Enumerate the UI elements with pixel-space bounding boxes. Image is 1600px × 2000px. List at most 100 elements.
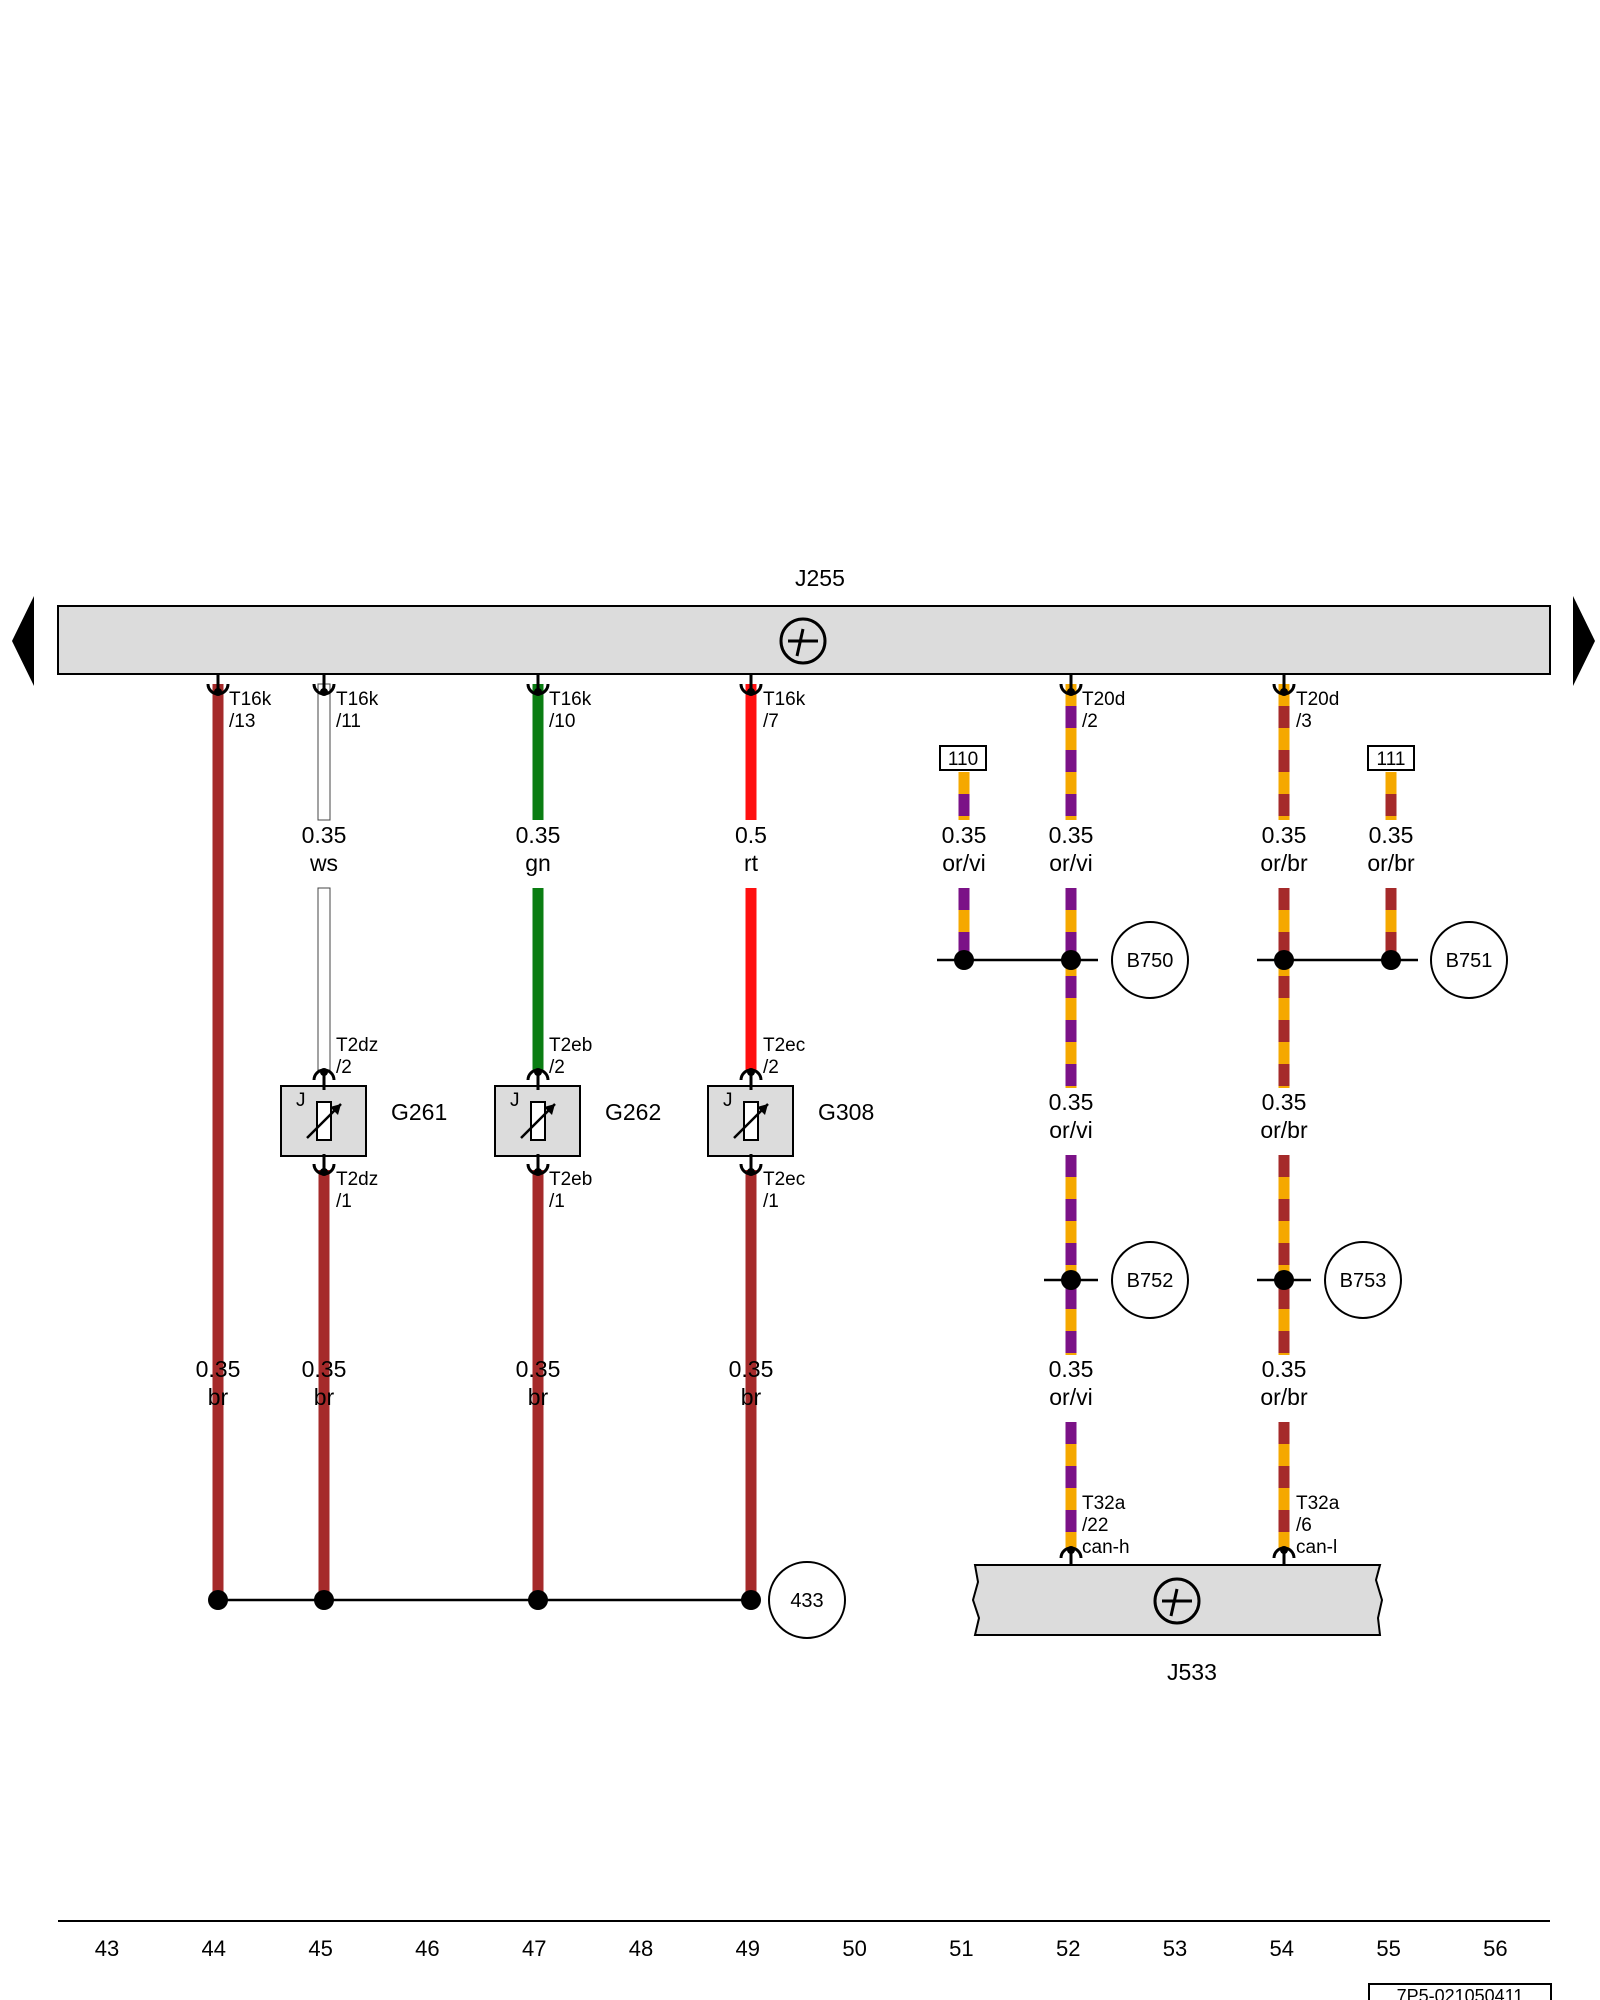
connector-plug-icon: [526, 674, 550, 696]
wire-55-size: 0.35: [1369, 822, 1414, 848]
pin-t32a-6-number: /6: [1296, 1515, 1312, 1536]
reference-110-label: 110: [948, 749, 978, 770]
connection-dots: [208, 950, 1401, 1610]
pin-t20d-2-name: T20d: [1082, 689, 1125, 710]
variable-resistor-icon: [733, 1101, 769, 1141]
wire-52-a-size: 0.35: [1049, 822, 1094, 848]
wire-54-c-segment: [1278, 1155, 1290, 1355]
column-number: 55: [1376, 1936, 1400, 1961]
junction-b753[interactable]: B753: [1324, 1241, 1402, 1319]
wire-labels: 0.35 br 0.35 ws 0.35 br 0.35 gn 0.35 br …: [196, 822, 1415, 1410]
wire-52-b-size: 0.35: [1049, 1089, 1094, 1115]
pin-t2eb-2-number: /2: [549, 1057, 565, 1078]
wire-47-top-size: 0.35: [516, 822, 561, 848]
column-number: 47: [522, 1936, 546, 1961]
wire-52-c-color: or/vi: [1049, 1384, 1092, 1410]
pin-t2ec-2-name: T2ec: [763, 1035, 805, 1056]
wire-54-c-size: 0.35: [1262, 1356, 1307, 1382]
connector-plug-icon: [1272, 674, 1296, 696]
pin-t16k-13-name: T16k: [229, 689, 272, 710]
wire-52-b-color: or/vi: [1049, 1117, 1092, 1143]
pin-t16k-7-number: /7: [763, 711, 779, 732]
sensor-g261: J G261: [280, 1085, 447, 1157]
junction-lines: [218, 958, 1418, 1602]
continuation-right-arrow-icon: [1573, 596, 1595, 686]
column-number: 49: [736, 1936, 760, 1961]
pin-t16k-11-name: T16k: [336, 689, 379, 710]
wire-45-bot-color: br: [314, 1384, 335, 1410]
connector-plug-icon: [206, 674, 230, 696]
sensor-g308: J G308: [707, 1085, 874, 1157]
wire-54-c-color: or/br: [1260, 1384, 1308, 1410]
column-number: 51: [949, 1936, 973, 1961]
pin-t16k-7-name: T16k: [763, 689, 806, 710]
junction-b752[interactable]: B752: [1111, 1241, 1189, 1319]
reference-111[interactable]: 111: [1367, 745, 1415, 771]
pin-t32a-22-name: T32a: [1082, 1493, 1126, 1514]
junction-b750-label: B750: [1127, 950, 1174, 972]
wire-45-bot-size: 0.35: [302, 1356, 347, 1382]
document-id-box: 7P5-021050411: [1368, 1983, 1552, 2000]
wire-52-a-segment: [1065, 684, 1077, 820]
ground-point-433[interactable]: 433: [768, 1561, 846, 1639]
wire-54-d-segment: [1278, 1422, 1290, 1550]
pin-t32a-6-name: T32a: [1296, 1493, 1340, 1514]
pin-t16k-11-number: /11: [336, 711, 361, 732]
pin-t2ec-1-number: /1: [763, 1191, 779, 1212]
junction-b751-label: B751: [1446, 950, 1493, 972]
connector-plug-icon: [739, 1154, 763, 1176]
column-number: 54: [1270, 1936, 1294, 1961]
control-unit-j533-label: J533: [1167, 1659, 1217, 1685]
junction-b753-label: B753: [1340, 1270, 1387, 1292]
wire-47-bot-color: br: [528, 1384, 549, 1410]
wire-47-top-color: gn: [525, 850, 551, 876]
sensor-g261-label: G261: [391, 1099, 447, 1125]
wire-45-mid-segment: [317, 887, 331, 1071]
control-unit-j255: J255: [57, 565, 1551, 675]
junction-b751[interactable]: B751: [1430, 921, 1508, 999]
sensor-g262-type-mark: J: [510, 1090, 520, 1111]
wire-52-c-segment: [1065, 1155, 1077, 1355]
electronic-symbol-icon: [1153, 1577, 1201, 1625]
wire-51-color: or/vi: [942, 850, 985, 876]
pin-t2ec-1-name: T2ec: [763, 1169, 805, 1190]
connector-symbols: [206, 674, 1296, 1568]
wire-54-b-color: or/br: [1260, 1117, 1308, 1143]
connector-plug-icon: [526, 1068, 550, 1090]
wire-51-bottom-segment: [958, 888, 970, 960]
wire-55-color: or/br: [1367, 850, 1415, 876]
wire-44-size: 0.35: [196, 1356, 241, 1382]
pin-t2eb-2-name: T2eb: [549, 1035, 592, 1056]
pin-t32a-22-signal: can-h: [1082, 1537, 1130, 1558]
pin-t20d-2-number: /2: [1082, 711, 1098, 732]
column-number: 46: [415, 1936, 439, 1961]
wire-55-top-segment: [1385, 772, 1397, 820]
pin-labels: T16k /13 T16k /11 T16k /10 T16k /7 T20d …: [229, 689, 1340, 1558]
electronic-symbol-icon: [779, 617, 827, 665]
sensor-g261-type-mark: J: [296, 1090, 306, 1111]
variable-resistor-icon: [306, 1101, 342, 1141]
wire-49-top-size: 0.5: [735, 822, 767, 848]
reference-110[interactable]: 110: [939, 745, 987, 771]
pin-t2dz-2-number: /2: [336, 1057, 352, 1078]
pin-t2dz-2-name: T2dz: [336, 1035, 378, 1056]
pin-t2eb-1-name: T2eb: [549, 1169, 592, 1190]
ground-point-433-label: 433: [790, 1590, 823, 1612]
connector-plug-icon: [1059, 674, 1083, 696]
pin-t2ec-2-number: /2: [763, 1057, 779, 1078]
column-number: 50: [842, 1936, 866, 1961]
wire-51-size: 0.35: [942, 822, 987, 848]
wire-52-b-segment: [1065, 888, 1077, 1088]
pin-t32a-6-signal: can-l: [1296, 1537, 1337, 1558]
pin-t16k-10-name: T16k: [549, 689, 592, 710]
wire-49-bot-size: 0.35: [729, 1356, 774, 1382]
sensor-g308-label: G308: [818, 1099, 874, 1125]
column-number: 52: [1056, 1936, 1080, 1961]
connector-plug-icon: [739, 1068, 763, 1090]
column-number: 48: [629, 1936, 653, 1961]
continuation-left-arrow-icon: [12, 596, 34, 686]
control-unit-j533: J533: [971, 1564, 1384, 1685]
junction-b750[interactable]: B750: [1111, 921, 1189, 999]
